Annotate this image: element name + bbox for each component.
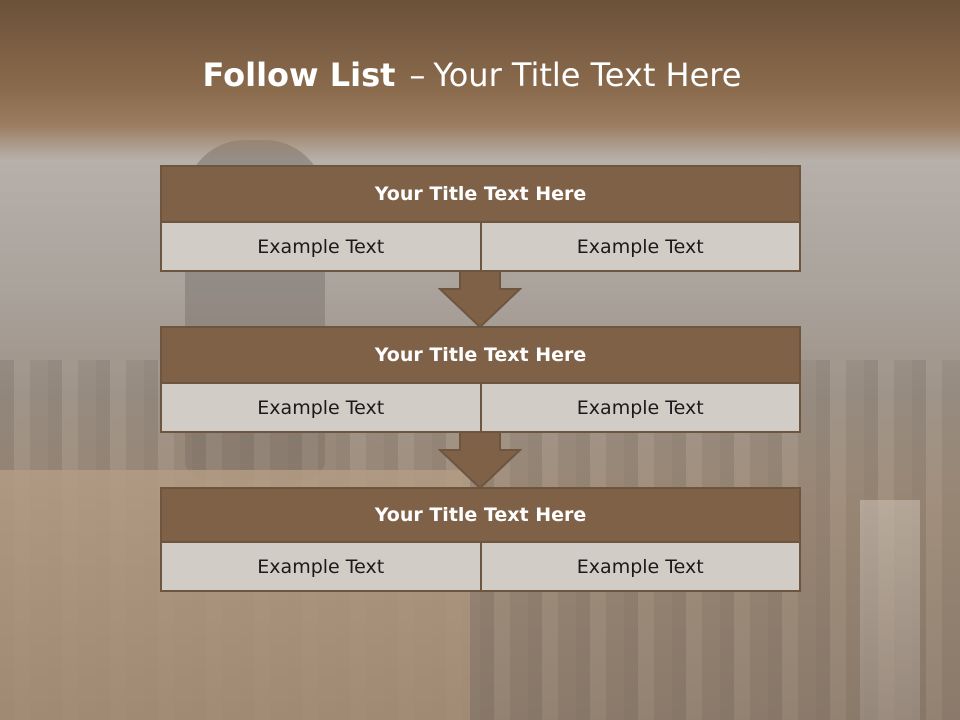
block-title: Your Title Text Here	[160, 165, 801, 223]
title-separator: –	[409, 56, 426, 94]
block-row: Example Text Example Text	[160, 384, 801, 433]
list-block-1: Your Title Text Here Example Text Exampl…	[160, 165, 801, 272]
block-title: Your Title Text Here	[160, 487, 801, 543]
block-cell-right: Example Text	[479, 543, 800, 590]
slide-title: Follow List–Your Title Text Here	[0, 56, 944, 94]
down-arrow-icon	[438, 271, 522, 329]
block-row: Example Text Example Text	[160, 223, 801, 272]
list-block-3: Your Title Text Here Example Text Exampl…	[160, 487, 801, 592]
down-arrow-icon	[438, 432, 522, 490]
list-block-2: Your Title Text Here Example Text Exampl…	[160, 326, 801, 433]
block-cell-left: Example Text	[257, 555, 385, 578]
block-title: Your Title Text Here	[160, 326, 801, 384]
block-cell-right: Example Text	[479, 223, 800, 270]
building-tower-image	[860, 500, 920, 720]
block-cell-left: Example Text	[257, 235, 385, 258]
block-cell-left: Example Text	[257, 396, 385, 419]
block-cell-right: Example Text	[479, 384, 800, 431]
header-band	[0, 0, 960, 160]
title-bold: Follow List	[202, 56, 396, 94]
block-row: Example Text Example Text	[160, 543, 801, 592]
title-rest: Your Title Text Here	[433, 56, 742, 94]
